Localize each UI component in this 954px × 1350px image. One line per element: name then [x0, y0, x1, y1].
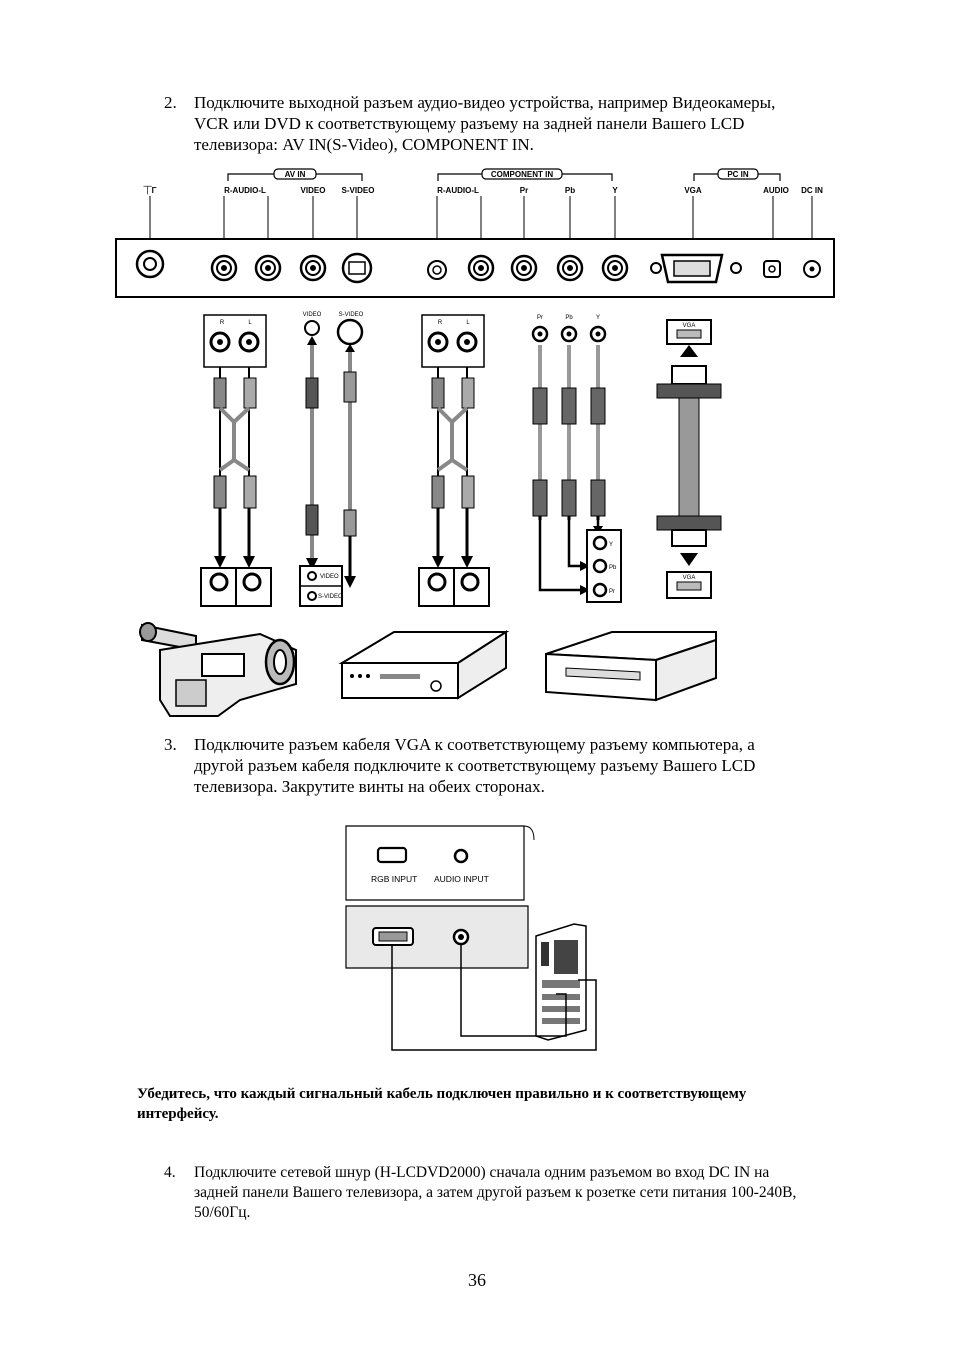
cable-vga: VGA VGA [656, 319, 722, 599]
note-line: Убедитесь, что каждый сигнальный кабель … [137, 1086, 747, 1102]
step-3-line: телевизора. Закрутите винты на обеих сто… [194, 777, 545, 796]
vcr-image [545, 631, 717, 702]
port-label-pb: Pb [565, 186, 575, 195]
step-4-line: Подключите сетевой шнур (H-LCDVD2000) сн… [194, 1164, 770, 1181]
pc-tower-image [535, 923, 587, 1041]
label-pb: Pb [565, 315, 573, 321]
step-4-number: 4. [164, 1164, 176, 1181]
step-2-number: 2. [164, 93, 177, 112]
vga-cable-line [391, 945, 597, 1051]
step-2-line: VCR или DVD к соответствующему разъему н… [194, 114, 745, 133]
cable-audio-component: R L [418, 314, 490, 607]
step-2-text: Подключите выходной разъем аудио-видео у… [194, 92, 775, 155]
rgb-input-label: RGB INPUT [371, 874, 417, 884]
port-label-av-audio: R-AUDIO-L [224, 186, 266, 195]
step-3-text: Подключите разъем кабеля VGA к соответст… [194, 734, 755, 797]
audio-cable-line [460, 944, 567, 1037]
label-pr: Pr [537, 315, 543, 321]
step-4: 4. Подключите сетевой шнур (H-LCDVD2000)… [164, 1163, 894, 1225]
step-3-number: 3. [164, 735, 177, 754]
label-r: R [438, 320, 443, 326]
port-label-y: Y [612, 186, 618, 195]
note-line: интерфейсу. [137, 1106, 219, 1122]
label-l: L [466, 320, 470, 326]
step-2-line: Подключите выходной разъем аудио-видео у… [194, 93, 776, 112]
panel-ports [135, 249, 821, 284]
step-4-line: 50/60Гц. [194, 1204, 251, 1221]
audio-input-label: AUDIO INPUT [434, 874, 489, 884]
cable-audio-av: R L [200, 314, 272, 607]
step-4-line: задней панели Вашего телевизора, а затем… [194, 1184, 797, 1201]
connection-diagram: AV IN COMPONENT IN PC IN ⏉Γ R-AUDIO-L VI… [115, 168, 835, 717]
cable-component: Pr Pb Y Y Pb Pr [531, 315, 622, 603]
port-label-antenna: ⏉Γ [143, 185, 157, 195]
label-vga-top: VGA [683, 323, 696, 329]
step-3-line: Подключите разъем кабеля VGA к соответст… [194, 735, 755, 754]
group-label-pc-in: PC IN [727, 170, 749, 179]
label-video: VIDEO [303, 312, 322, 318]
step-3-line: другой разъем кабеля подключите к соотве… [194, 756, 756, 775]
port-label-svideo: S-VIDEO [342, 186, 375, 195]
panel-group-labels: AV IN COMPONENT IN PC IN [227, 168, 781, 181]
label-y: Y [596, 315, 600, 321]
page-number: 36 [468, 1270, 486, 1290]
step-2-line: телевизора: AV IN(S-Video), COMPONENT IN… [194, 135, 534, 154]
label-l: L [248, 320, 252, 326]
label-device-y: Y [609, 542, 613, 548]
step-4-text: Подключите сетевой шнур (H-LCDVD2000) сн… [194, 1163, 796, 1223]
port-label-vga: VGA [684, 186, 702, 195]
port-label-video: VIDEO [301, 186, 326, 195]
rgb-input-port [376, 846, 408, 864]
port-label-dc-in: DC IN [801, 186, 823, 195]
group-label-av-in: AV IN [285, 170, 306, 179]
dvd-player-image [338, 630, 510, 700]
warning-note: Убедитесь, что каждый сигнальный кабель … [137, 1084, 877, 1124]
port-label-pr: Pr [520, 186, 528, 195]
cable-video-svideo: VIDEO S-VIDEO VIDEO S-VIDEO [299, 312, 364, 607]
label-vga-bottom: VGA [683, 575, 696, 581]
camcorder-image [139, 622, 297, 717]
step-2: 2. Подключите выходной разъем аудио-виде… [164, 92, 884, 158]
port-label-audio: AUDIO [763, 186, 789, 195]
panel-port-labels: ⏉Γ R-AUDIO-L VIDEO S-VIDEO R-AUDIO-L Pr … [143, 185, 824, 195]
label-device-pb: Pb [609, 565, 617, 571]
label-svideo: S-VIDEO [339, 312, 364, 318]
step-3: 3. Подключите разъем кабеля VGA к соотве… [164, 734, 884, 800]
audio-input-port [453, 848, 469, 864]
label-device-pr: Pr [609, 589, 615, 595]
tv-input-panel: RGB INPUT AUDIO INPUT [345, 825, 535, 969]
label-device-svideo: S-VIDEO [318, 594, 343, 600]
group-label-component-in: COMPONENT IN [491, 170, 553, 179]
port-label-comp-audio: R-AUDIO-L [437, 186, 479, 195]
label-r: R [220, 320, 225, 326]
label-device-video: VIDEO [320, 574, 339, 580]
